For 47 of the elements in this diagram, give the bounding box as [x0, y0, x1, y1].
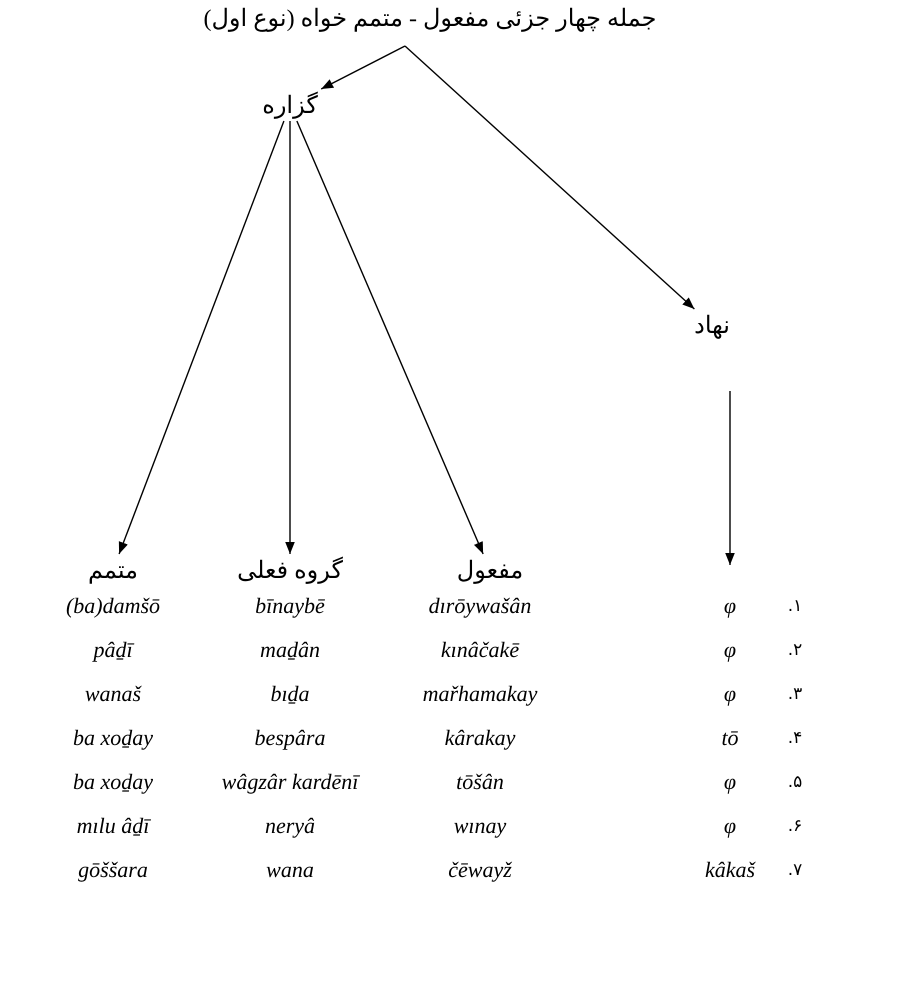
table-cell: tōšân [456, 769, 504, 795]
arrow [725, 391, 735, 565]
row-number: ۵. [788, 772, 802, 792]
table-cell: dırōywašân [428, 593, 532, 619]
row-number: ۷. [788, 860, 802, 880]
arrow [285, 121, 295, 554]
tree-root-label: جمله چهار جزئی مفعول - متمم خواه (نوع اول) [204, 4, 656, 32]
arrow [118, 120, 285, 554]
table-cell: φ [724, 637, 736, 663]
table-cell: kâkaš [704, 857, 756, 883]
tree-node-label: متمم [88, 556, 138, 584]
table-cell: wınay [454, 813, 506, 839]
table-cell: tō [721, 725, 739, 751]
row-number: ۳. [788, 684, 802, 704]
table-cell: ba xoḏay [72, 725, 154, 751]
table-cell: kınâčakē [440, 637, 520, 663]
table-cell: kârakay [444, 725, 516, 751]
table-cell: φ [724, 813, 736, 839]
arrow [296, 120, 484, 554]
table-cell: maḏân [260, 637, 320, 663]
tree-node-label: مفعول [456, 556, 524, 584]
table-cell: mılu âḏī [76, 813, 150, 839]
table-cell: wana [266, 857, 314, 883]
arrow [320, 45, 406, 90]
table-cell: čēwayž [448, 857, 512, 883]
table-cell: wanaš [84, 681, 142, 707]
table-cell: pâḏī [93, 637, 133, 663]
table-cell: gōššara [78, 857, 148, 883]
row-number: ۱. [788, 596, 802, 616]
table-cell: φ [724, 593, 736, 619]
arrow [404, 45, 695, 310]
row-number: ۲. [788, 640, 802, 660]
table-cell: φ [724, 681, 736, 707]
table-cell: (ba)damšō [66, 593, 160, 619]
table-cell: φ [724, 769, 736, 795]
table-cell: ba xoḏay [72, 769, 154, 795]
table-cell: wâgzâr kardēnī [222, 769, 358, 795]
table-cell: neryâ [264, 813, 316, 839]
table-cell: mařhamakay [422, 681, 538, 707]
table-cell: bıḏa [270, 681, 310, 707]
row-number: ۶. [788, 816, 802, 836]
tree-node-label: نهاد [694, 312, 730, 340]
table-cell: bīnaybē [255, 593, 325, 619]
tree-node-label: گروه فعلی [237, 556, 343, 584]
table-cell: bespâra [254, 725, 326, 751]
row-number: ۴. [788, 728, 802, 748]
tree-node-label: گزاره [262, 90, 318, 120]
